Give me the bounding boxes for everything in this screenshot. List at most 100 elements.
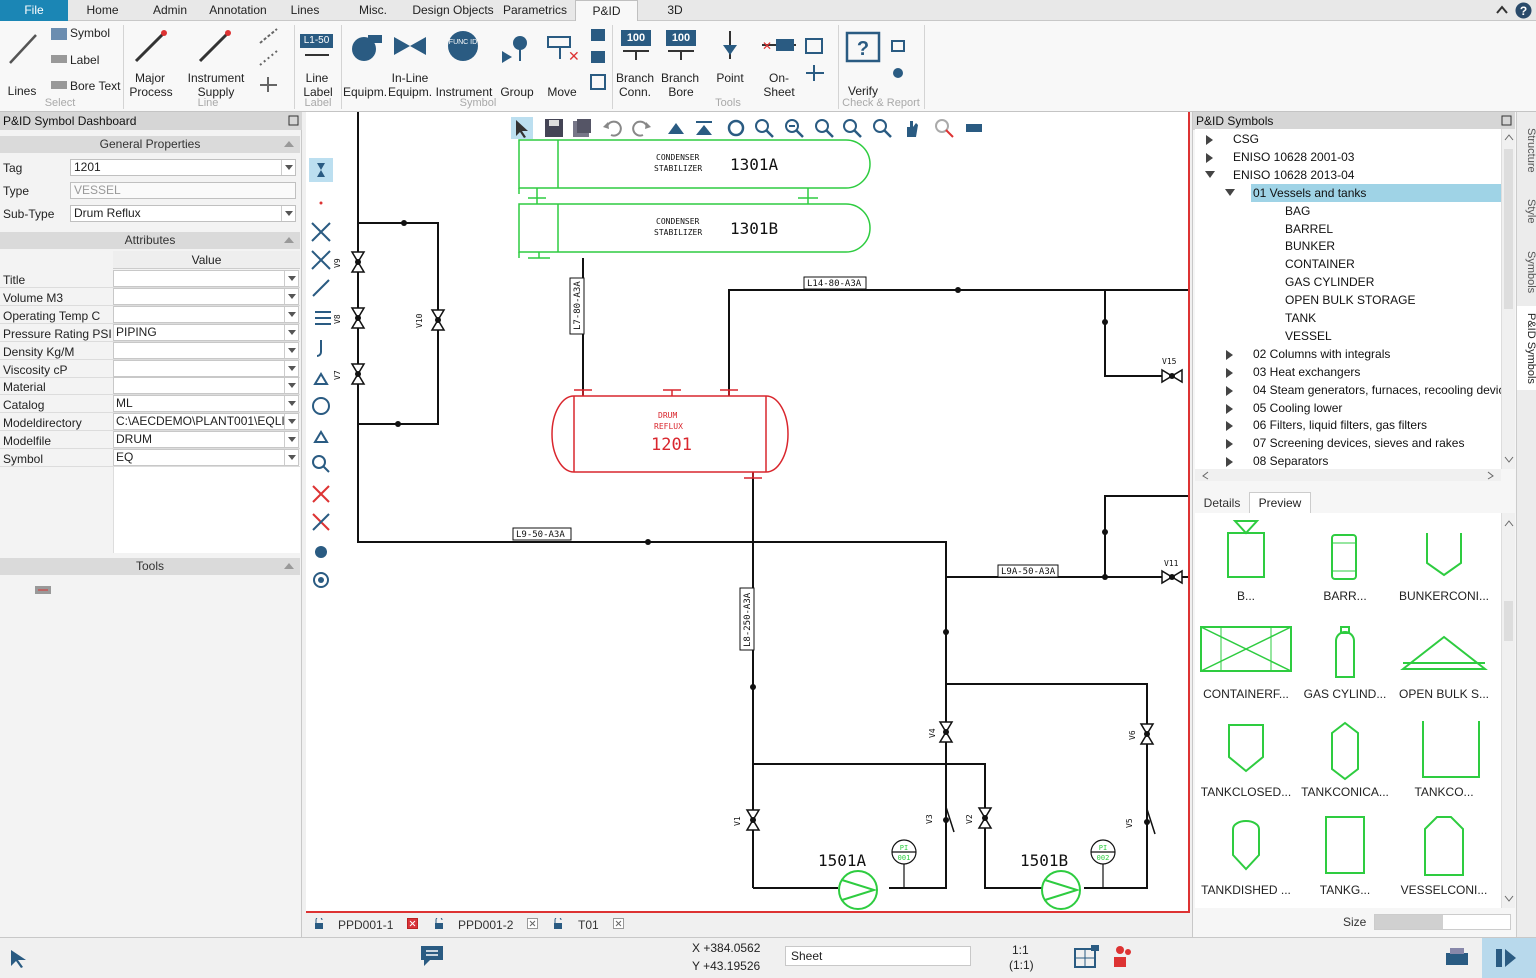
doc-tab-t01[interactable]: T01 [578,918,599,932]
preview-item-open-bulk[interactable]: OPEN BULK S... [1395,615,1493,713]
vt-support-icon[interactable] [309,364,333,388]
vt-point-icon[interactable] [316,198,326,208]
line-label-icon[interactable] [303,49,331,61]
preview-item-tank-conical[interactable]: TANKCONICA... [1296,713,1394,811]
tab-misc[interactable]: Misc. [359,3,387,17]
drawing-canvas[interactable]: V9 V8 V7 V10 V15 V11 V4 V6 V1 V3 V2 V5 C… [306,112,1190,913]
collapse-general-icon[interactable] [283,140,295,148]
tree-node[interactable]: CSG [1233,132,1260,146]
side-tab-pid-symbols[interactable]: P&ID Symbols [1517,306,1536,390]
tab-lines[interactable]: Lines [290,3,320,17]
vt-delete-icon[interactable] [309,482,333,506]
save-all-icon[interactable] [571,117,593,139]
panel-toggle-area[interactable] [1482,938,1536,978]
vt-cross-1-icon[interactable] [309,220,333,244]
tree-node[interactable]: OPEN BULK STORAGE [1285,293,1416,308]
tree-scroll-up-icon[interactable] [1504,133,1514,141]
preview-item-bunker[interactable]: BUNKERCONI... [1395,517,1493,615]
report-icons[interactable] [889,37,909,87]
expand-right-icon[interactable] [1226,349,1233,360]
on-sheet-label-2[interactable]: Sheet [763,85,795,99]
vt-pipe-icon[interactable] [309,336,333,360]
side-tab-symbols[interactable]: Symbols [1525,250,1536,294]
point-button-label[interactable]: Point [716,71,744,85]
pump-1501b-shape[interactable] [1041,870,1081,910]
attribute-value-select[interactable]: ML [113,395,299,413]
line-label-l8[interactable]: L8-250-A3A [743,592,753,647]
zoom-window-icon[interactable] [841,117,863,139]
preview-item-barrel[interactable]: BARR... [1296,517,1394,615]
grid-settings-icon[interactable] [1073,943,1101,969]
move-up-icon[interactable] [665,117,687,139]
side-tab-style[interactable]: Style [1525,198,1536,224]
expand-right-icon[interactable] [1226,457,1233,468]
vt-globe-icon[interactable] [309,540,333,564]
attribute-value-select[interactable] [113,377,299,395]
vt-reducer-icon[interactable] [309,158,333,182]
tag-input[interactable]: 1201 [70,159,296,176]
vt-list-icon[interactable] [309,306,333,330]
expand-right-icon[interactable] [1226,421,1233,432]
tab-parametrics[interactable]: Parametrics [502,3,567,17]
zoom-extents-icon[interactable] [871,117,893,139]
expand-right-icon[interactable] [1226,385,1233,396]
line-label-text-2[interactable]: Label [303,85,333,99]
vt-search-icon[interactable] [309,452,333,476]
vt-break-icon[interactable] [309,510,333,534]
sheet-field[interactable]: Sheet [785,946,971,966]
help-icon[interactable]: ? [1515,2,1532,19]
tree-node[interactable]: 08 Separators [1253,454,1329,469]
chevron-down-icon[interactable] [284,414,298,430]
preview-scroll-down-icon[interactable] [1504,894,1514,902]
cursor-mode-icon[interactable] [8,947,30,969]
chevron-down-icon[interactable] [284,342,298,358]
close-tab-3-icon[interactable] [613,918,624,929]
close-tab-1-icon[interactable] [407,918,418,929]
chevron-down-icon[interactable] [284,271,298,286]
lines-icon[interactable] [6,29,40,69]
chevron-down-icon[interactable] [284,306,298,322]
play-panel-icon[interactable] [1494,946,1518,970]
tree-node[interactable]: ENISO 10628 2013-04 [1233,167,1355,182]
preview-scrollbar[interactable] [1501,513,1515,908]
instrument-supply-label-2[interactable]: Supply [197,85,235,99]
condenser-1301b-shape[interactable] [518,203,871,259]
expand-right-icon[interactable] [1226,367,1233,378]
zoom-in-icon[interactable] [753,117,775,139]
attribute-value-select[interactable]: EQ [113,449,299,466]
expand-right-icon[interactable] [1226,403,1233,414]
attribute-value-select[interactable] [113,305,299,323]
side-tab-structure[interactable]: Structure [1525,127,1536,173]
pump-1501a-shape[interactable] [838,870,878,910]
chevron-down-icon[interactable] [284,396,298,412]
preview-scroll-up-icon[interactable] [1504,519,1514,527]
attributes-header[interactable]: Attributes [0,232,300,249]
pid-drawing[interactable]: V9 V8 V7 V10 V15 V11 V4 V6 V1 V3 V2 V5 C… [306,112,1190,913]
tools-extra-icons[interactable] [804,37,834,87]
subtype-select[interactable]: Drum Reflux [70,205,296,222]
symbol-extra-icons[interactable] [589,25,609,95]
collapse-ribbon-icon[interactable] [1495,4,1509,16]
tree-scroll-left-icon[interactable] [1201,471,1209,480]
preview-item-tank-closed[interactable]: TANKCLOSED... [1197,713,1295,811]
close-tab-2-icon[interactable] [527,918,538,929]
preview-item-bag[interactable]: B... [1197,517,1295,615]
vt-cross-2-icon[interactable] [309,248,333,272]
line-label-l9a[interactable]: L9A-50-A3A [1001,567,1056,577]
tree-node[interactable]: BAG [1285,203,1311,218]
attribute-value-select[interactable] [113,270,299,287]
label-button[interactable]: Label [70,53,100,67]
tree-node[interactable]: BUNKER [1285,239,1336,254]
tree-node[interactable]: 06 Filters, liquid filters, gas filters [1253,418,1428,433]
branch-bore-badge[interactable]: 100 [666,30,696,46]
attribute-value-select[interactable] [113,287,299,305]
collapse-tools-icon[interactable] [283,562,295,570]
pin-icon[interactable] [288,115,299,126]
tools-label-icon[interactable] [34,584,52,596]
instrument-button-label[interactable]: Instrument [435,85,493,99]
instrument-func-id-icon[interactable] [446,29,480,63]
preview-item-gas-cylinder[interactable]: GAS CYLIND... [1296,615,1394,713]
tab-design-objects[interactable]: Design Objects [412,3,494,17]
tab-3d[interactable]: 3D [667,3,683,17]
lines-button-label[interactable]: Lines [7,84,37,98]
